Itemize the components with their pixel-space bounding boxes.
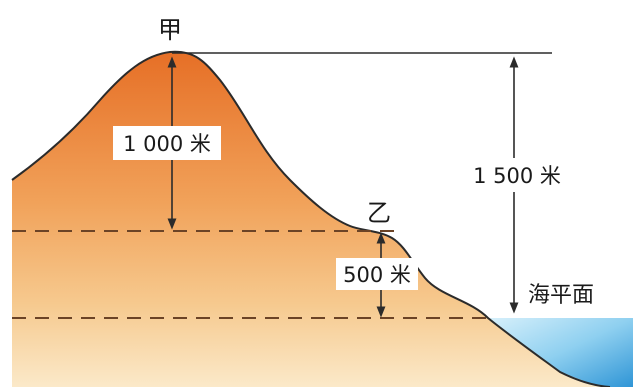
label-bg-500 [336,258,418,290]
label-point-b: 乙 [367,199,391,227]
label-relative-height: 1 000 米 [123,132,211,156]
label-altitude-b: 500 米 [343,263,411,287]
sea-area [488,318,633,387]
label-bg-1000 [113,126,221,160]
label-bg-1500 [460,158,575,192]
mountain-outline [11,50,611,387]
label-altitude-a: 1 500 米 [473,164,561,188]
label-peak-a: 甲 [158,16,182,44]
label-sea-level: 海平面 [528,283,594,308]
